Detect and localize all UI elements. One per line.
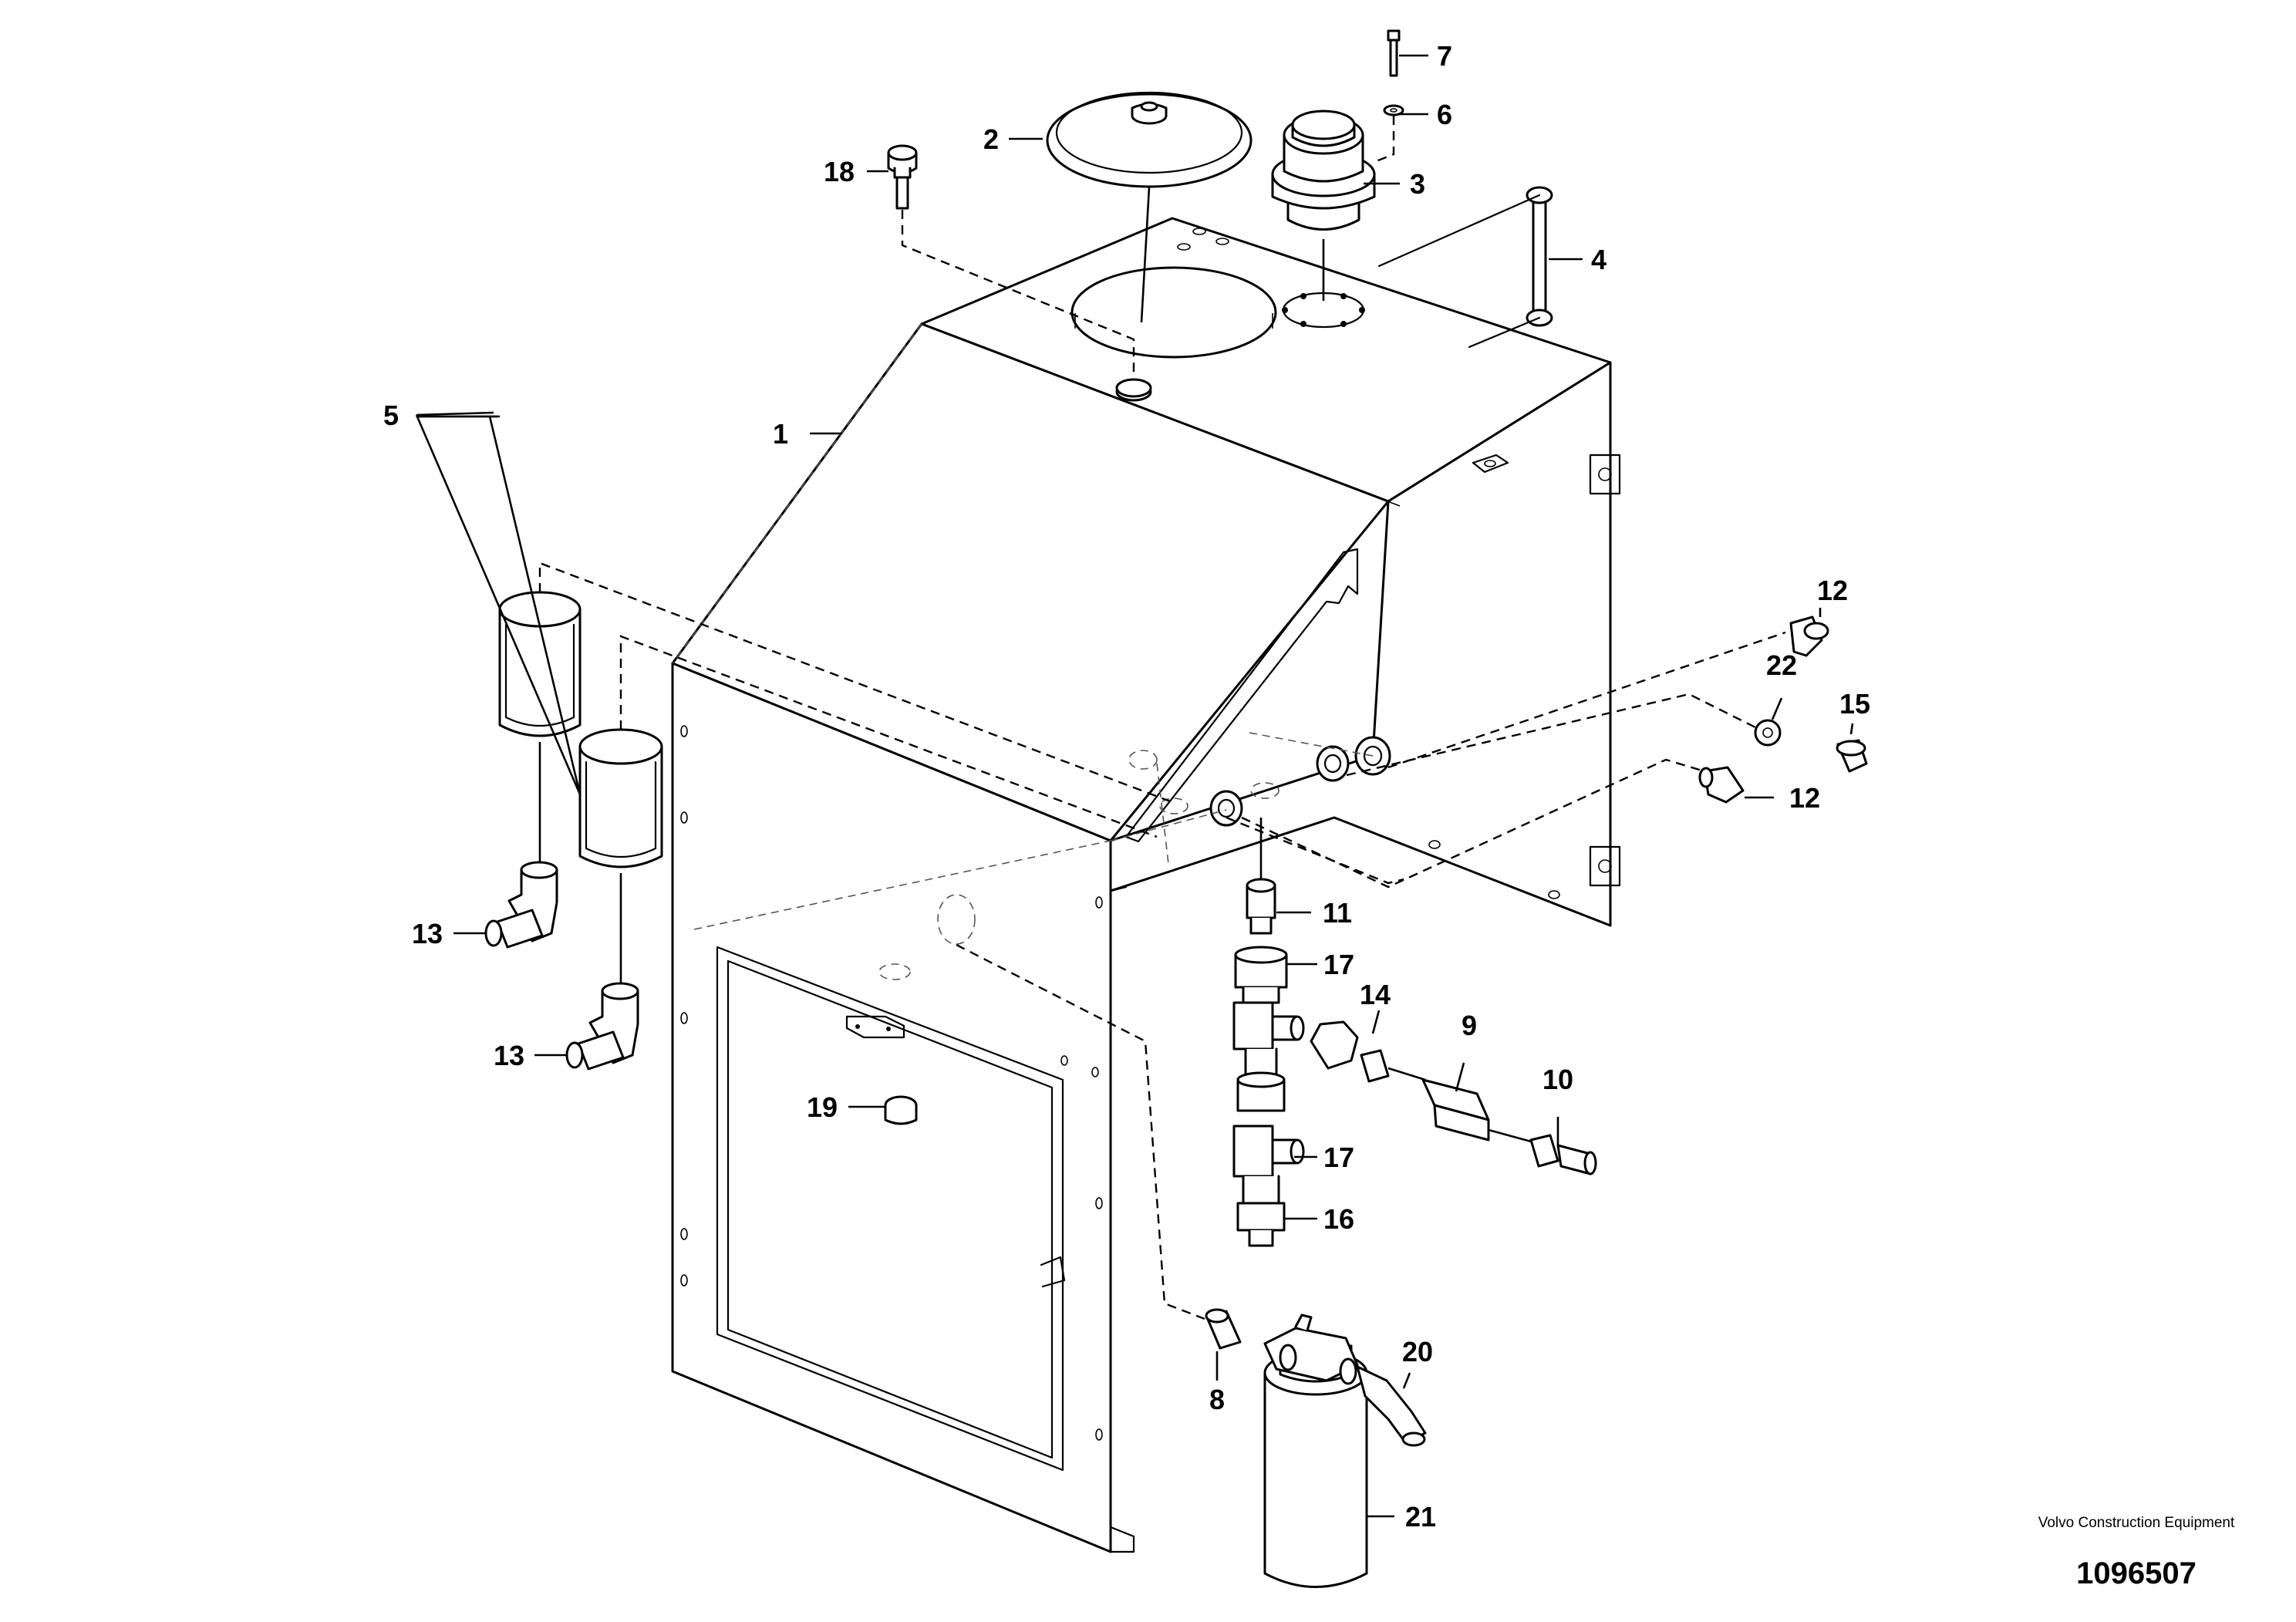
callout-12-lower: 12 [1789, 782, 1820, 814]
callout-17-lower: 17 [1323, 1141, 1354, 1173]
breather-filter [1271, 110, 1376, 301]
callout-7: 7 [1437, 40, 1452, 72]
callout-4: 4 [1591, 244, 1607, 275]
fitting-assembly [1226, 816, 1597, 1247]
callout-2: 2 [983, 123, 999, 155]
callout-9: 9 [1462, 1010, 1477, 1041]
strainer-callout-fork [415, 411, 582, 795]
cover-plate [1046, 91, 1253, 323]
callout-leaders [416, 54, 1854, 1518]
callout-10: 10 [1542, 1064, 1573, 1095]
callout-19: 19 [807, 1091, 838, 1123]
company-name: Volvo Construction Equipment [2038, 1515, 2235, 1531]
callout-13-lower: 13 [494, 1040, 524, 1071]
screw-and-washer [1374, 29, 1404, 164]
hidden-lines [672, 323, 1374, 980]
callout-13-upper: 13 [412, 918, 443, 949]
callout-16: 16 [1323, 1203, 1354, 1235]
side-fittings [1241, 615, 1868, 889]
callout-11: 11 [1323, 897, 1352, 929]
bolt [887, 144, 1135, 378]
callout-22: 22 [1766, 649, 1797, 681]
return-filter [956, 943, 1427, 1588]
document-number: 1096507 [2076, 1556, 2197, 1590]
callout-3: 3 [1410, 168, 1425, 200]
level-gauge [1377, 186, 1553, 349]
callout-21: 21 [1405, 1501, 1436, 1533]
callout-20: 20 [1402, 1336, 1433, 1367]
callout-18: 18 [824, 156, 855, 187]
callout-15: 15 [1839, 688, 1870, 720]
callout-12-upper: 12 [1817, 575, 1848, 606]
callout-17-upper: 17 [1323, 949, 1354, 980]
callout-6: 6 [1437, 99, 1452, 130]
callout-1: 1 [773, 418, 788, 450]
callout-5: 5 [383, 400, 399, 431]
callout-14: 14 [1360, 979, 1391, 1010]
callout-8: 8 [1209, 1384, 1225, 1415]
callout-numbers: 1 2 3 4 5 6 7 8 9 10 11 12 12 13 13 14 1… [383, 40, 1870, 1533]
hydraulic-tank [671, 217, 1621, 1553]
elbow-fittings [453, 861, 639, 1071]
suction-strainers [498, 561, 1173, 987]
